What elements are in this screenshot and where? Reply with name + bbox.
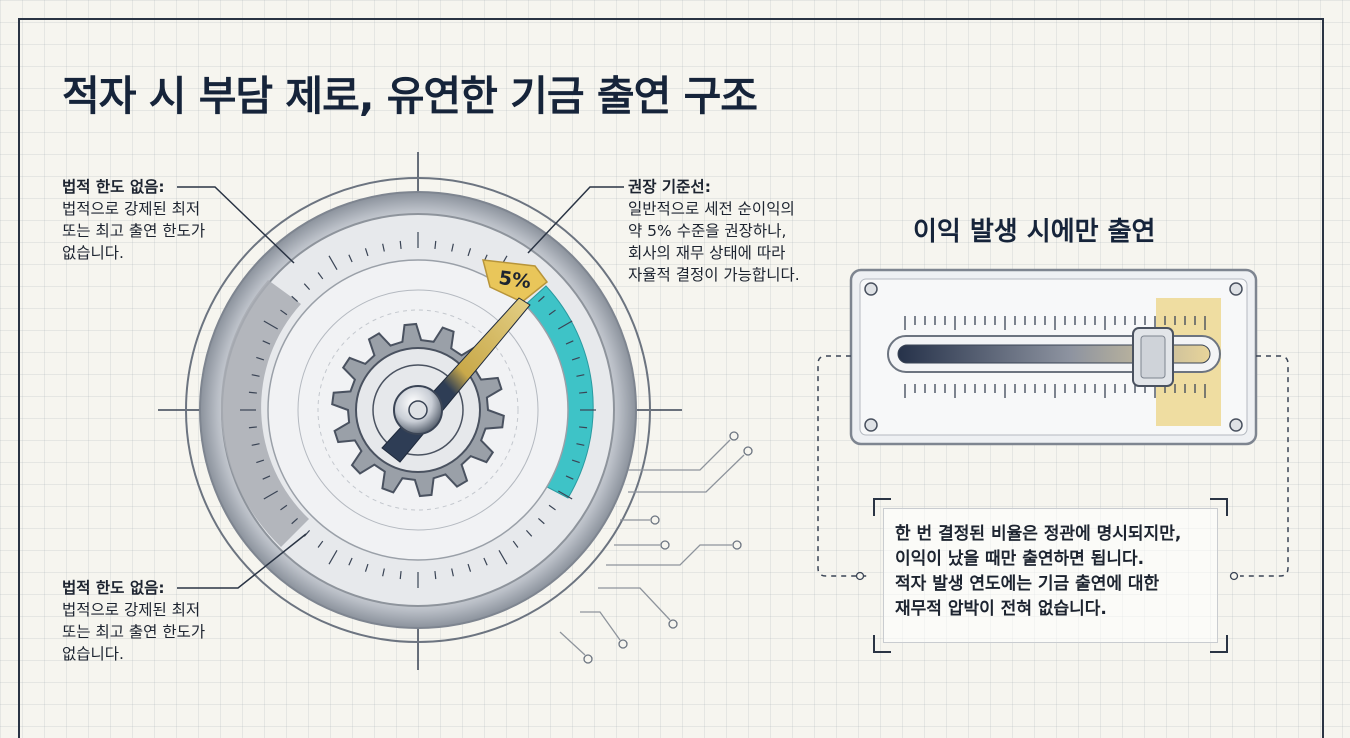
dial-tick: [571, 459, 580, 464]
dial-tick: [579, 426, 588, 429]
note-line: 없습니다.: [62, 244, 124, 262]
callout-line: 적자 발생 연도에는 기금 출연에 대한: [895, 574, 1160, 594]
note-line: 법적으로 강제된 최저: [62, 601, 201, 619]
dial-tick: [571, 356, 580, 361]
dial-tick: [467, 248, 472, 257]
dial-tick: [291, 517, 299, 525]
dial-tick: [280, 309, 288, 316]
dial-tick: [434, 571, 437, 580]
dial-tick: [256, 459, 265, 464]
dial-tick: [317, 272, 324, 280]
dial-tick: [251, 374, 260, 377]
corner-bracket: [873, 498, 891, 516]
note-heading: 법적 한도 없음:: [62, 178, 165, 196]
blueprint-frame: [18, 18, 1324, 738]
callout-line: 재무적 압박이 전혀 없습니다.: [895, 599, 1107, 619]
dial-tick: [565, 340, 574, 345]
dial-tick: [548, 309, 556, 316]
corner-bracket: [873, 635, 891, 653]
note-line: 없습니다.: [62, 645, 124, 663]
note-line: 회사의 재무 상태에 따라: [628, 244, 786, 262]
note-line: 또는 최고 출연 한도가: [62, 623, 206, 641]
dial-tick: [251, 443, 260, 446]
dial-tick: [382, 568, 385, 577]
note-line: 일반적으로 세전 순이익의: [628, 200, 795, 218]
callout-line: 이익이 났을 때만 출연하면 됩니다.: [895, 549, 1145, 569]
note-recommended-baseline: 권장 기준선: 일반적으로 세전 순이익의 약 5% 수준을 권장하나, 회사의…: [628, 176, 800, 286]
note-heading: 법적 한도 없음:: [62, 579, 165, 597]
dial-tick: [262, 475, 271, 480]
note-legal-limit-top: 법적 한도 없음: 법적으로 강제된 최저 또는 최고 출연 한도가 없습니다.: [62, 176, 205, 264]
dial-tick: [565, 475, 574, 480]
dial-tick: [382, 243, 385, 252]
dial-tick: [364, 248, 369, 257]
dial-tick: [328, 549, 338, 565]
dial-tick: [525, 529, 533, 537]
dial-tick: [348, 557, 353, 566]
note-heading: 권장 기준선:: [628, 178, 711, 196]
dial-tick: [348, 254, 353, 263]
corner-bracket: [1210, 498, 1228, 516]
dial-tick: [317, 540, 324, 548]
dial-tick: [576, 374, 585, 377]
dial-tick: [579, 391, 588, 394]
dial-tick: [483, 557, 488, 566]
dial-tick: [548, 504, 556, 511]
callout-background: [883, 508, 1218, 643]
slider-title: 이익 발생 시에만 출연: [913, 217, 1156, 247]
dial-tick: [451, 568, 454, 577]
note-line: 또는 최고 출연 한도가: [62, 222, 206, 240]
dial-tick: [537, 517, 545, 525]
dial-tick: [498, 549, 508, 565]
dial-tick: [263, 320, 279, 330]
dial-tick: [248, 426, 257, 429]
corner-bracket: [1210, 635, 1228, 653]
dial-tick: [557, 320, 573, 330]
note-line: 자율적 결정이 가능합니다.: [628, 266, 800, 284]
dial-tick: [364, 563, 369, 572]
dial-tick: [537, 295, 545, 303]
callout-text: 한 번 결정된 비율은 정관에 명시되지만, 이익이 났을 때만 출연하면 됩니…: [895, 522, 1181, 622]
dial-tick: [328, 255, 338, 271]
callout-line: 한 번 결정된 비율은 정관에 명시되지만,: [895, 524, 1182, 544]
dial-tick: [280, 504, 288, 511]
dial-tick: [303, 283, 311, 291]
note-legal-limit-bottom: 법적 한도 없음: 법적으로 강제된 최저 또는 최고 출연 한도가 없습니다.: [62, 577, 205, 665]
dial-tick: [399, 571, 402, 580]
dial-tick: [248, 391, 257, 394]
dial-tick: [262, 340, 271, 345]
dial-tick: [263, 490, 279, 500]
gauge-marker-label: 5%: [497, 267, 532, 293]
dial-tick: [467, 563, 472, 572]
dial-tick: [399, 240, 402, 249]
dial-tick: [256, 356, 265, 361]
dial-tick: [557, 490, 573, 500]
dial-tick: [512, 540, 519, 548]
dial-tick: [291, 295, 299, 303]
dial-tick: [434, 240, 437, 249]
dial-tick: [451, 243, 454, 252]
dial-tick: [576, 443, 585, 446]
note-line: 법적으로 강제된 최저: [62, 200, 201, 218]
note-line: 약 5% 수준을 권장하나,: [628, 222, 787, 240]
page-title: 적자 시 부담 제로, 유연한 기금 출연 구조: [62, 72, 758, 120]
callout-box: 한 번 결정된 비율은 정관에 명시되지만, 이익이 났을 때만 출연하면 됩니…: [873, 498, 1228, 653]
